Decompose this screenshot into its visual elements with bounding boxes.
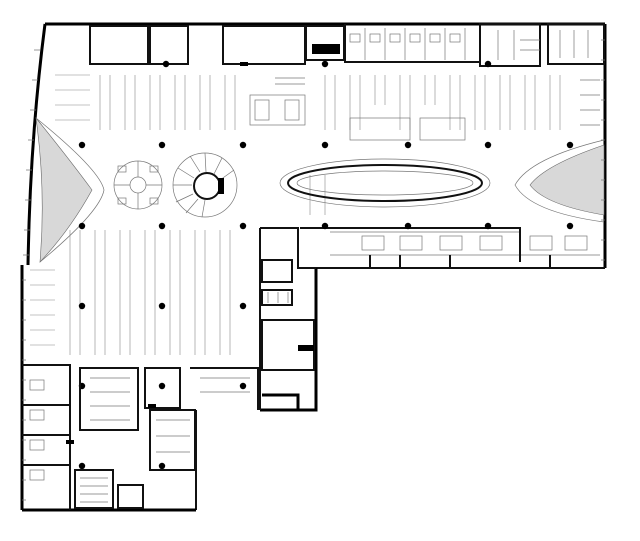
round-meeting-tables: [113, 160, 163, 210]
desk-grid-west: [30, 230, 231, 355]
atrium-void-east: [514, 139, 605, 223]
spiral-staircase: [172, 152, 238, 218]
structural-columns: [78, 60, 574, 470]
desk-grid-north: [55, 74, 600, 141]
atrium-void-central: [279, 158, 491, 208]
north-office-row: [344, 24, 480, 63]
southwest-office-block: [22, 364, 259, 510]
atrium-void-west: [35, 116, 105, 263]
window-mullions: [22, 39, 605, 501]
central-service-core: [259, 227, 316, 410]
north-core-rooms: [89, 23, 605, 67]
